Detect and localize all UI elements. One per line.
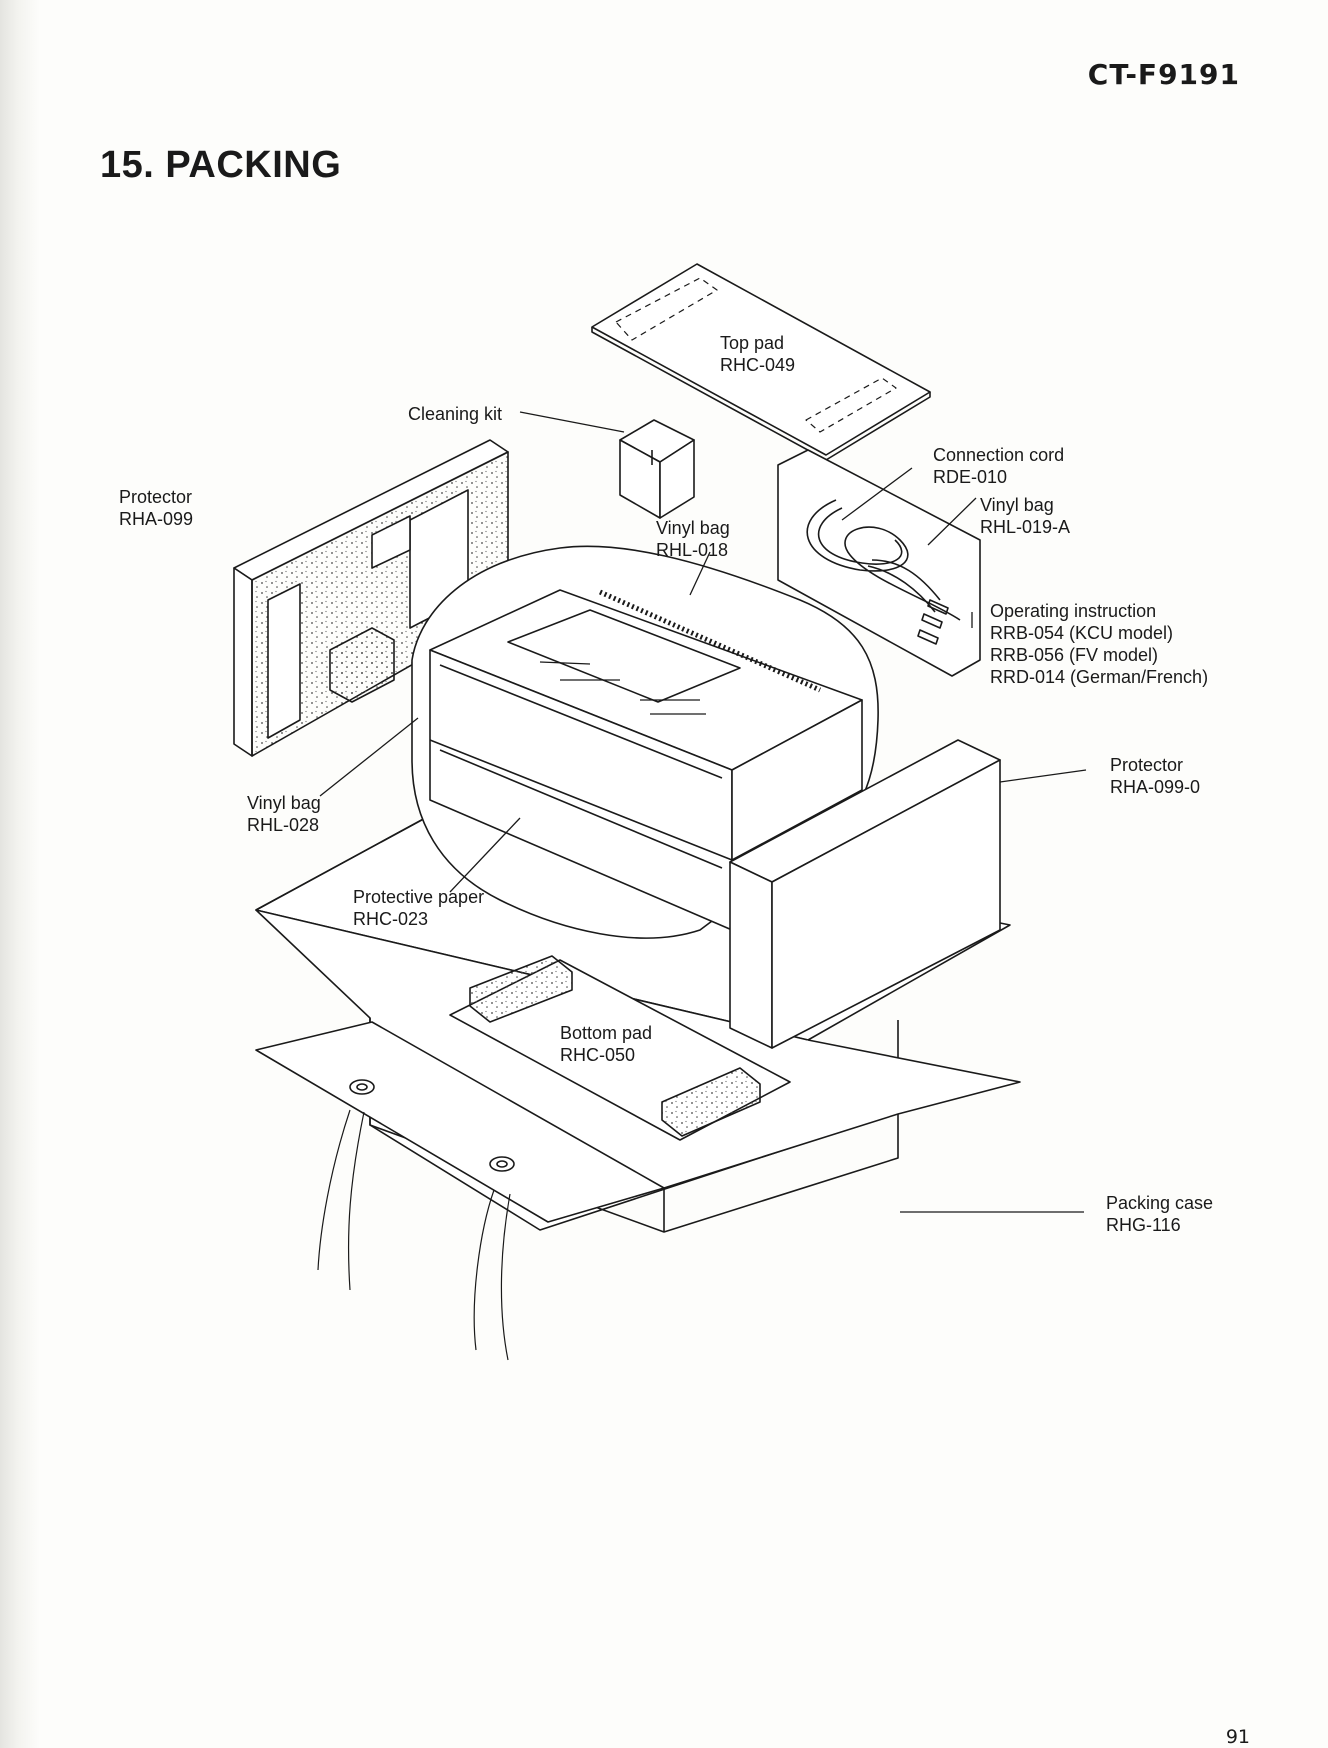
label-protector-left: Protector RHA-099 <box>119 487 194 529</box>
main-unit-drawing <box>411 545 879 939</box>
label-protector-right: Protector RHA-099-0 <box>1110 755 1201 797</box>
label-connection-cord: Connection cord RDE-010 <box>933 445 1065 487</box>
label-cleaning-kit: Cleaning kit <box>408 404 503 424</box>
model-number: CT-F9191 <box>1087 58 1240 91</box>
label-vinyl-bag-unit: Vinyl bag RHL-018 <box>656 518 730 560</box>
bottom-pad-drawing <box>449 955 791 1141</box>
connection-cord-drawing <box>777 449 981 677</box>
scan-edge-shadow <box>0 0 40 1748</box>
label-vinyl-bag-cord: Vinyl bag RHL-019-A <box>980 495 1071 537</box>
label-packing-case: Packing case RHG-116 <box>1106 1193 1214 1235</box>
label-operating-instruction: Operating instruction RRB-054 (KCU model… <box>990 601 1209 687</box>
protector-left-drawing <box>233 439 509 757</box>
section-title: 15. PACKING <box>100 144 342 186</box>
label-vinyl-bag-outer: Vinyl bag RHL-028 <box>247 793 321 835</box>
leader-lines <box>319 411 1087 1213</box>
label-protective-paper: Protective paper RHC-023 <box>353 887 485 929</box>
label-top-pad: Top pad RHC-049 <box>720 333 796 375</box>
label-bottom-pad: Bottom pad RHC-050 <box>560 1023 653 1065</box>
protector-right-drawing <box>729 739 1001 1049</box>
page-number: 91 <box>1225 1726 1250 1748</box>
cleaning-kit-drawing <box>619 419 695 519</box>
